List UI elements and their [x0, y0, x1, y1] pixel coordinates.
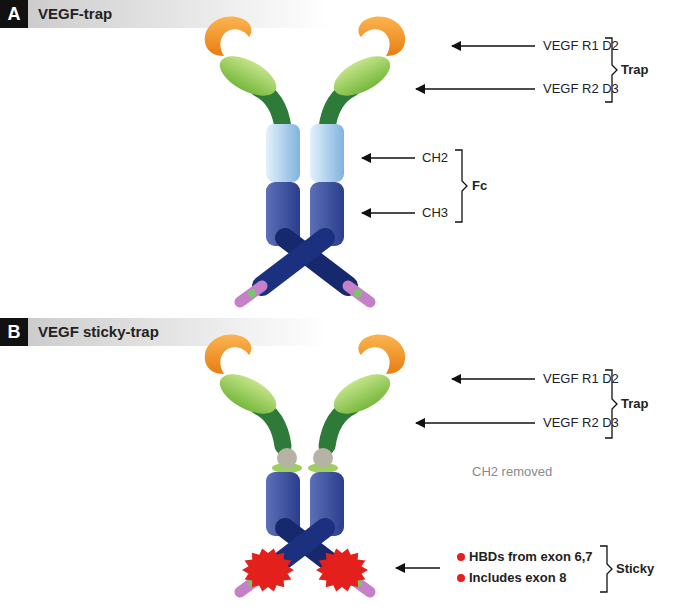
c-terminal-tail — [348, 286, 370, 302]
ch2-domain — [266, 124, 300, 182]
part-label: VEGF R2 D3 — [543, 415, 619, 431]
ch2-domain — [310, 124, 344, 182]
panel-header: A VEGF-trap — [0, 0, 330, 28]
c-terminal-tail — [348, 576, 370, 592]
leader-arrow — [452, 378, 535, 379]
hinge-bead — [277, 448, 297, 468]
hinge-bead — [313, 448, 333, 468]
r1-d2-domain — [359, 17, 406, 56]
hinge-ring — [308, 463, 338, 473]
part-label: CH3 — [422, 205, 448, 221]
part-label: Sticky — [616, 561, 654, 577]
part-label: Includes exon 8 — [469, 570, 567, 586]
linker-stem — [258, 406, 283, 446]
part-label: Trap — [621, 62, 648, 78]
r2-d3-domain — [214, 366, 283, 422]
part-label: CH2 removed — [472, 464, 552, 480]
fc-cross — [285, 238, 348, 286]
c-terminal-tail — [240, 286, 262, 302]
part-label: VEGF R1 D2 — [543, 38, 619, 54]
ch3-domain — [266, 182, 300, 246]
bullet — [457, 574, 465, 582]
part-label: VEGF R2 D3 — [543, 81, 619, 97]
part-label: Trap — [621, 396, 648, 412]
hinge-ring — [272, 463, 302, 473]
r1-d2-domain — [359, 335, 406, 374]
r1-d2-domain — [205, 17, 252, 56]
leader-arrow — [416, 422, 535, 423]
r2-d3-domain — [214, 48, 283, 104]
tail-stripe — [248, 579, 256, 587]
panel-title: VEGF sticky-trap — [38, 318, 159, 346]
linker-stem — [327, 88, 352, 128]
trap-molecule — [205, 17, 405, 302]
sticky-trap-molecule — [205, 335, 405, 592]
r2-d3-domain — [328, 48, 397, 104]
brace — [455, 150, 467, 222]
ch3-domain — [266, 472, 300, 536]
heparin-binding-domain — [242, 548, 294, 591]
fc-cross — [262, 238, 325, 286]
tail-stripe — [248, 289, 256, 297]
fc-cross — [285, 528, 348, 576]
ch3-domain — [310, 472, 344, 536]
leader-arrow — [452, 45, 535, 46]
panel-title: VEGF-trap — [38, 0, 112, 28]
panel-letter: B — [0, 318, 28, 346]
linker-stem — [258, 88, 283, 128]
r2-d3-domain — [328, 366, 397, 422]
panel-letter: A — [0, 0, 28, 28]
part-label: CH2 — [422, 150, 448, 166]
leader-arrow — [396, 567, 440, 568]
leader-arrow — [362, 157, 415, 158]
leader-arrow — [416, 88, 535, 89]
bullet — [457, 553, 465, 561]
r1-d2-domain — [205, 335, 252, 374]
tail-stripe — [354, 579, 362, 587]
part-label: HBDs from exon 6,7 — [469, 549, 593, 565]
tail-stripe — [354, 289, 362, 297]
part-label: Fc — [472, 178, 487, 194]
linker-stem — [327, 406, 352, 446]
heparin-binding-domain — [316, 548, 368, 591]
ch3-domain — [310, 182, 344, 246]
brace — [600, 546, 612, 592]
part-label: VEGF R1 D2 — [543, 371, 619, 387]
panel-header: B VEGF sticky-trap — [0, 318, 330, 346]
c-terminal-tail — [240, 576, 262, 592]
leader-arrow — [362, 212, 415, 213]
fc-cross — [262, 528, 325, 576]
